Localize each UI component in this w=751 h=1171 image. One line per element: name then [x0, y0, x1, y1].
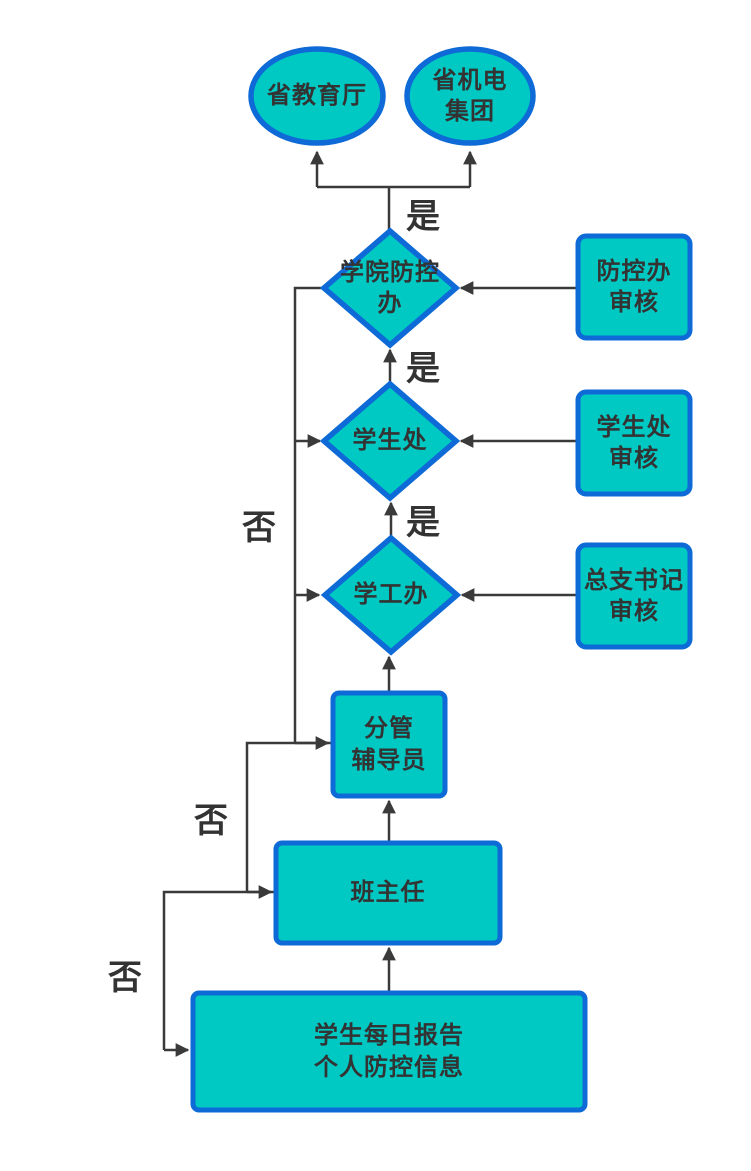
rect-branch-secretary-review [575, 542, 693, 650]
rect-daily-report [190, 990, 588, 1113]
diamond-student-affairs [319, 380, 461, 502]
diamond-student-work-office [320, 534, 462, 656]
rect-student-affairs-review [575, 389, 693, 497]
rect-counselor [330, 690, 448, 799]
ellipse-education-dept [248, 46, 386, 146]
no-line-counselor [245, 741, 333, 892]
rect-class-teacher [273, 840, 503, 946]
no-line-college-office [293, 286, 324, 743]
ellipse-jidian-group [404, 46, 536, 146]
rect-control-office-review [575, 233, 693, 341]
diamond-college-control-office [319, 227, 461, 349]
yes-split-line [317, 185, 470, 231]
no-line-class-teacher [162, 890, 276, 1050]
